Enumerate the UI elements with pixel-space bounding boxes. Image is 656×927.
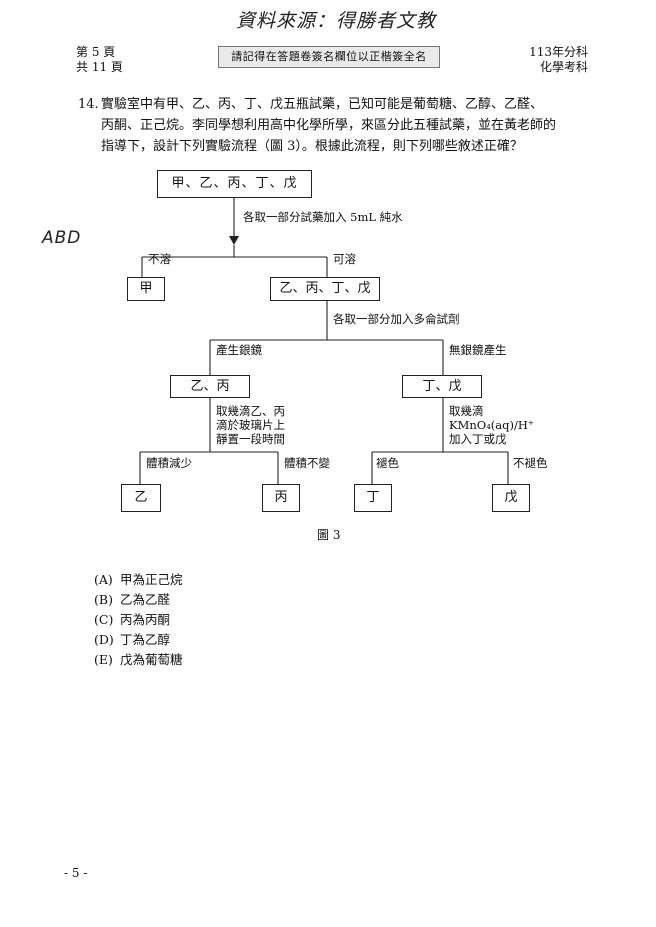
page-line: 第 5 頁 — [76, 45, 116, 59]
option-d: (D) 丁為乙醇 — [94, 629, 170, 648]
label-soluble: 可溶 — [333, 252, 356, 266]
step-permanganate-line-1: 取幾滴 — [449, 404, 484, 418]
step-evaporation-line-1: 取幾滴乙、丙 — [216, 404, 285, 418]
option-d-key: (D) — [94, 632, 114, 647]
option-c-key: (C) — [94, 612, 114, 627]
flow-box-a: 甲 — [127, 277, 165, 301]
label-decolorized: 褪色 — [376, 456, 399, 470]
option-c-text: 丙為丙酮 — [120, 612, 171, 627]
flow-box-e: 戊 — [492, 484, 530, 512]
question-number: 14. — [78, 97, 99, 112]
flowchart-connectors — [139, 198, 509, 484]
flow-box-b: 乙 — [121, 484, 161, 512]
label-no-silver-mirror: 無銀鏡產生 — [449, 343, 507, 357]
flow-box-c: 丙 — [262, 484, 300, 512]
flow-box-d: 丁 — [354, 484, 392, 512]
option-c: (C) 丙為丙酮 — [94, 609, 170, 628]
label-volume-decrease: 體積減少 — [146, 456, 192, 470]
step-tollens: 各取一部分加入多侖試劑 — [333, 312, 460, 326]
flow-box-bc: 乙、丙 — [170, 375, 250, 398]
step-evaporation-line-2: 滴於玻璃片上 — [216, 418, 285, 432]
option-b: (B) 乙為乙醛 — [94, 589, 170, 608]
step-permanganate-line-2: KMnO₄(aq)/H⁺ — [449, 418, 534, 432]
step-evaporation-line-3: 靜置一段時間 — [216, 432, 285, 446]
flow-box-bcde: 乙、丙、丁、戊 — [270, 277, 380, 301]
exam-indicator: 113年分科 化學考科 — [529, 45, 588, 75]
label-volume-unchanged: 體積不變 — [284, 456, 330, 470]
label-silver-mirror: 產生銀鏡 — [216, 343, 262, 357]
label-not-decolorized: 不褪色 — [513, 456, 548, 470]
flow-box-all: 甲、乙、丙、丁、戊 — [157, 170, 312, 198]
handwritten-source-note: 資料來源：得勝者文教 — [236, 10, 437, 32]
option-d-text: 丁為乙醇 — [120, 632, 171, 647]
option-e-text: 戊為葡萄糖 — [120, 652, 183, 667]
option-a-text: 甲為正己烷 — [120, 572, 183, 587]
option-e-key: (E) — [94, 652, 113, 667]
page-indicator: 第 5 頁 共 11 頁 — [76, 45, 123, 75]
step-permanganate: 取幾滴 KMnO₄(aq)/H⁺ 加入丁或戊 — [449, 404, 534, 446]
step-permanganate-line-3: 加入丁或戊 — [449, 432, 507, 446]
option-b-text: 乙為乙醛 — [120, 592, 171, 607]
flow-box-de: 丁、戊 — [402, 375, 482, 398]
subject-line: 化學考科 — [539, 60, 588, 74]
option-b-key: (B) — [94, 592, 113, 607]
signature-notice: 請記得在答題卷簽名欄位以正楷簽全名 — [218, 46, 440, 68]
figure-caption: 圖 3 — [317, 528, 341, 542]
label-insoluble: 不溶 — [148, 252, 171, 266]
option-a: (A) 甲為正己烷 — [94, 569, 183, 588]
step-water: 各取一部分試藥加入 5mL 純水 — [243, 210, 403, 224]
question-line-1: 實驗室中有甲、乙、丙、丁、戊五瓶試藥，已知可能是葡萄糖、乙醇、乙醛、 — [101, 97, 544, 112]
handwritten-answer: ABD — [42, 228, 82, 248]
total-pages-line: 共 11 頁 — [76, 60, 123, 74]
option-a-key: (A) — [94, 572, 113, 587]
question-line-2: 丙酮、正己烷。李同學想利用高中化學所學，來區分此五種試藥，並在黃老師的 — [101, 118, 557, 133]
option-e: (E) 戊為葡萄糖 — [94, 649, 183, 668]
footer-page-number: - 5 - — [64, 866, 88, 880]
exam-line: 113年分科 — [529, 45, 588, 59]
question-line-3: 指導下，設計下列實驗流程（圖 3）。根據此流程，則下列哪些敘述正確？ — [101, 139, 523, 154]
step-evaporation: 取幾滴乙、丙 滴於玻璃片上 靜置一段時間 — [216, 404, 285, 446]
